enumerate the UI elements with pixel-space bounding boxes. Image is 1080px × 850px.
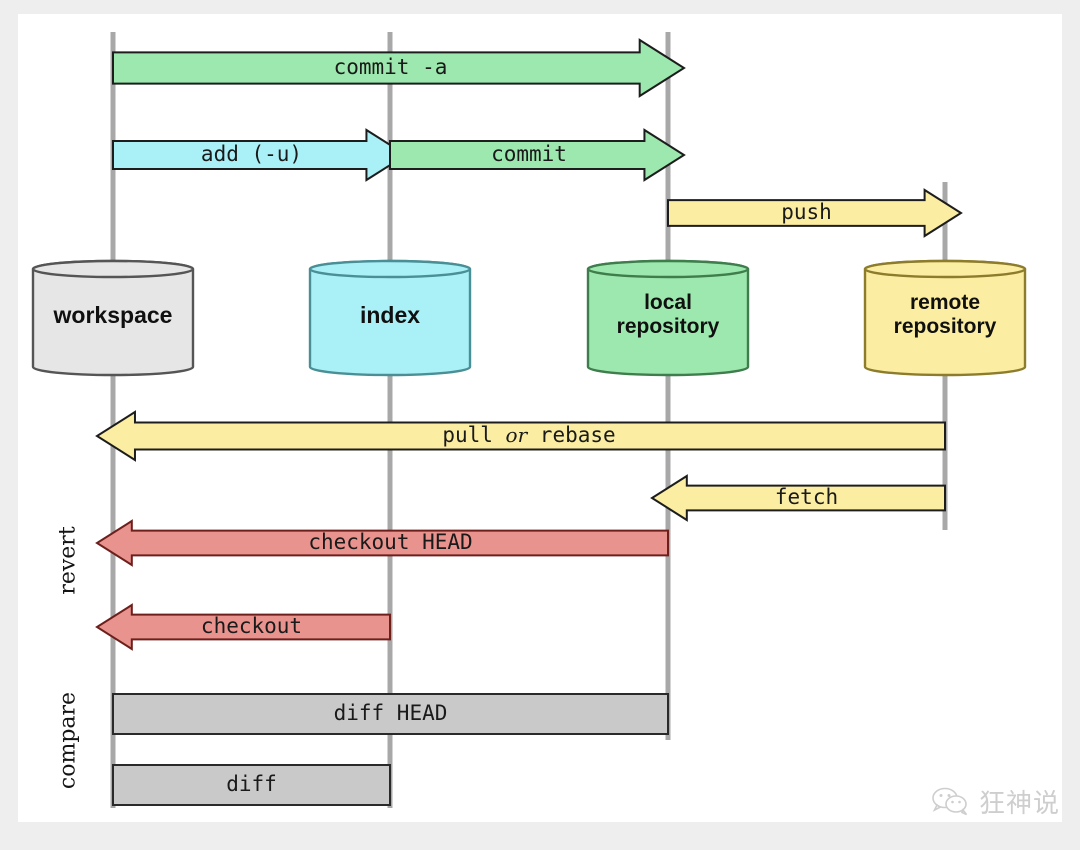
cylinder-top-remote-repo xyxy=(863,259,1027,279)
cylinder-label-remote-repo: remote repository xyxy=(893,291,997,338)
arrow-shapes xyxy=(95,38,963,651)
bar-diff-head xyxy=(112,693,669,735)
watermark-text: 狂神说 xyxy=(978,789,1060,819)
arrow-add-u xyxy=(112,128,408,182)
cylinder-top-local-repo xyxy=(586,259,750,279)
arrow-pull-rebase xyxy=(95,410,946,462)
arrow-checkout-head xyxy=(95,519,669,567)
side-label-compare: compare xyxy=(55,691,81,790)
cylinder-label-local-repo: local repository xyxy=(616,291,720,338)
bar-shapes xyxy=(112,693,669,806)
side-label-revert: revert xyxy=(55,526,81,595)
cylinder-label-workspace: workspace xyxy=(53,302,173,328)
wechat-watermark: 狂神说 xyxy=(931,783,1060,820)
node-cylinders xyxy=(31,259,1027,377)
arrow-commit-a xyxy=(112,38,686,98)
arrow-fetch xyxy=(650,474,946,522)
arrow-commit xyxy=(389,128,686,182)
cylinder-top-workspace xyxy=(31,259,195,279)
bar-diff xyxy=(112,764,391,806)
cylinder-top-index xyxy=(308,259,472,279)
arrow-checkout xyxy=(95,603,391,651)
arrow-push xyxy=(667,188,963,238)
cylinder-label-index: index xyxy=(359,302,421,328)
wechat-icon xyxy=(932,787,968,815)
